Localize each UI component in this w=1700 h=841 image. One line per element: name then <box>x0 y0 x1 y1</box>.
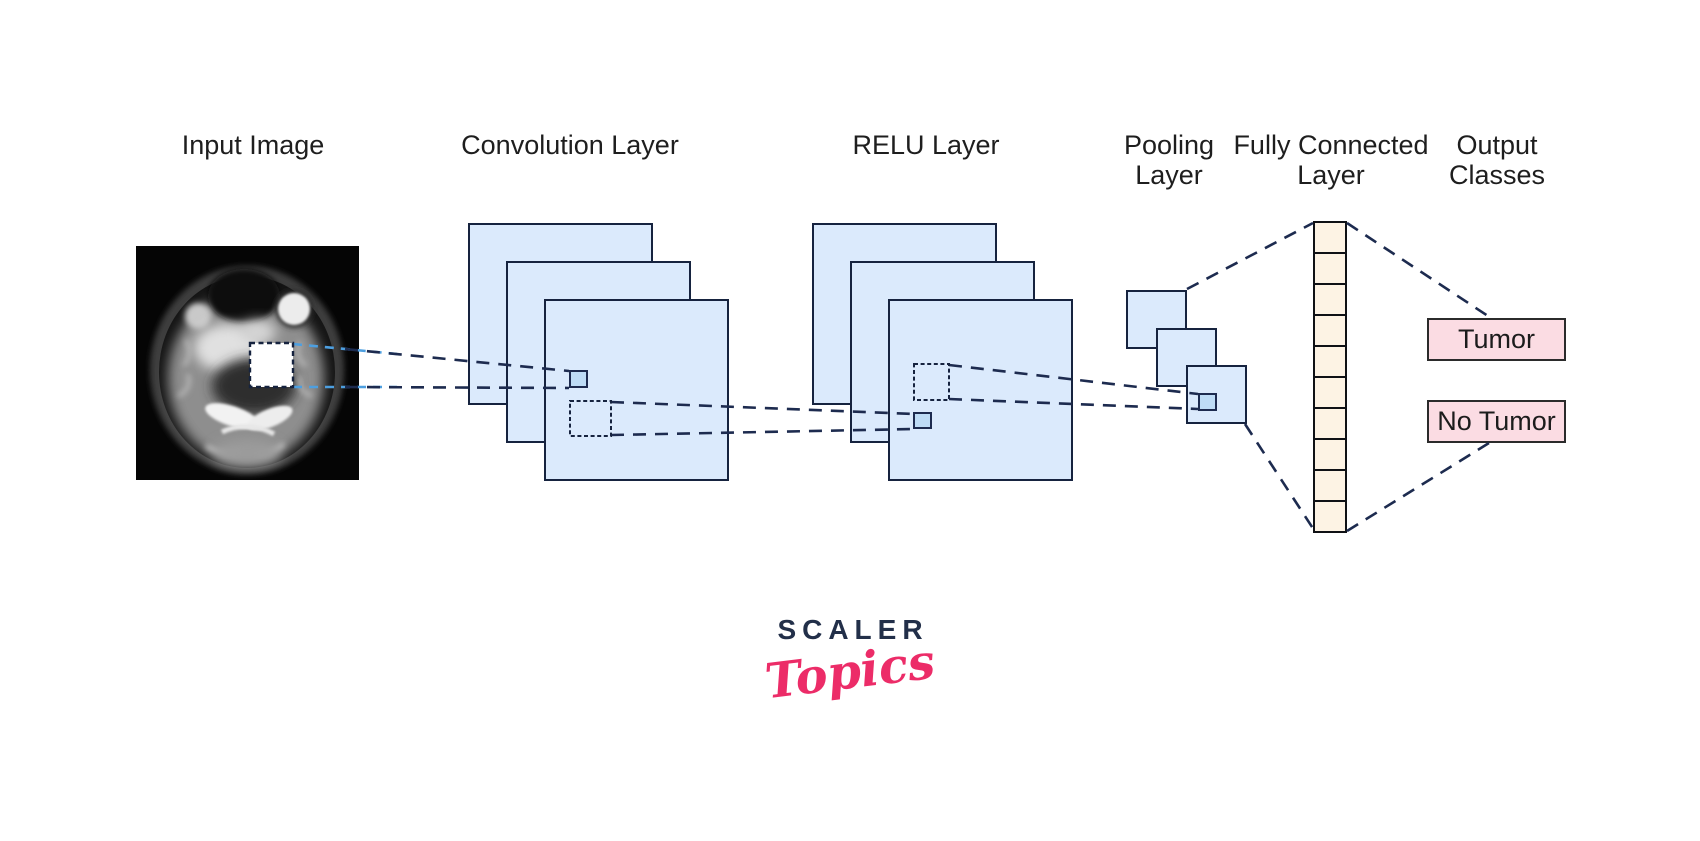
fully-connected-cell <box>1313 438 1347 471</box>
relu-feature-map <box>888 299 1073 481</box>
fully-connected-layer-label: Fully Connected Layer <box>1233 130 1429 190</box>
output-classes-label: Output Classes <box>1448 130 1546 190</box>
output-class-no-tumor: No Tumor <box>1427 400 1566 443</box>
fully-connected-cell <box>1313 252 1347 285</box>
relu-active-cell <box>913 412 932 429</box>
fully-connected-cell <box>1313 221 1347 254</box>
fully-connected-cell <box>1313 469 1347 502</box>
relu-layer-label: RELU Layer <box>852 130 1000 160</box>
convolution-feature-map <box>544 299 729 481</box>
input-image-label: Input Image <box>181 130 325 160</box>
fully-connected-cell <box>1313 407 1347 440</box>
pooling-active-cell <box>1198 393 1217 411</box>
fully-connected-cell <box>1313 376 1347 409</box>
fully-connected-cell <box>1313 314 1347 347</box>
input-mri-image <box>136 246 359 480</box>
fully-connected-cell <box>1313 283 1347 316</box>
fully-connected-cell <box>1313 345 1347 378</box>
scaler-topics-logo: SCALER Topics <box>740 614 960 711</box>
output-class-tumor: Tumor <box>1427 318 1566 361</box>
fully-connected-column <box>1313 221 1347 533</box>
brain-scan-graphic <box>136 246 359 480</box>
convolution-active-cell <box>569 370 588 388</box>
convolution-layer-label: Convolution Layer <box>461 130 679 160</box>
fully-connected-cell <box>1313 500 1347 533</box>
pooling-layer-label: Pooling Layer <box>1123 130 1215 190</box>
logo-brand-text: SCALER <box>777 614 929 645</box>
